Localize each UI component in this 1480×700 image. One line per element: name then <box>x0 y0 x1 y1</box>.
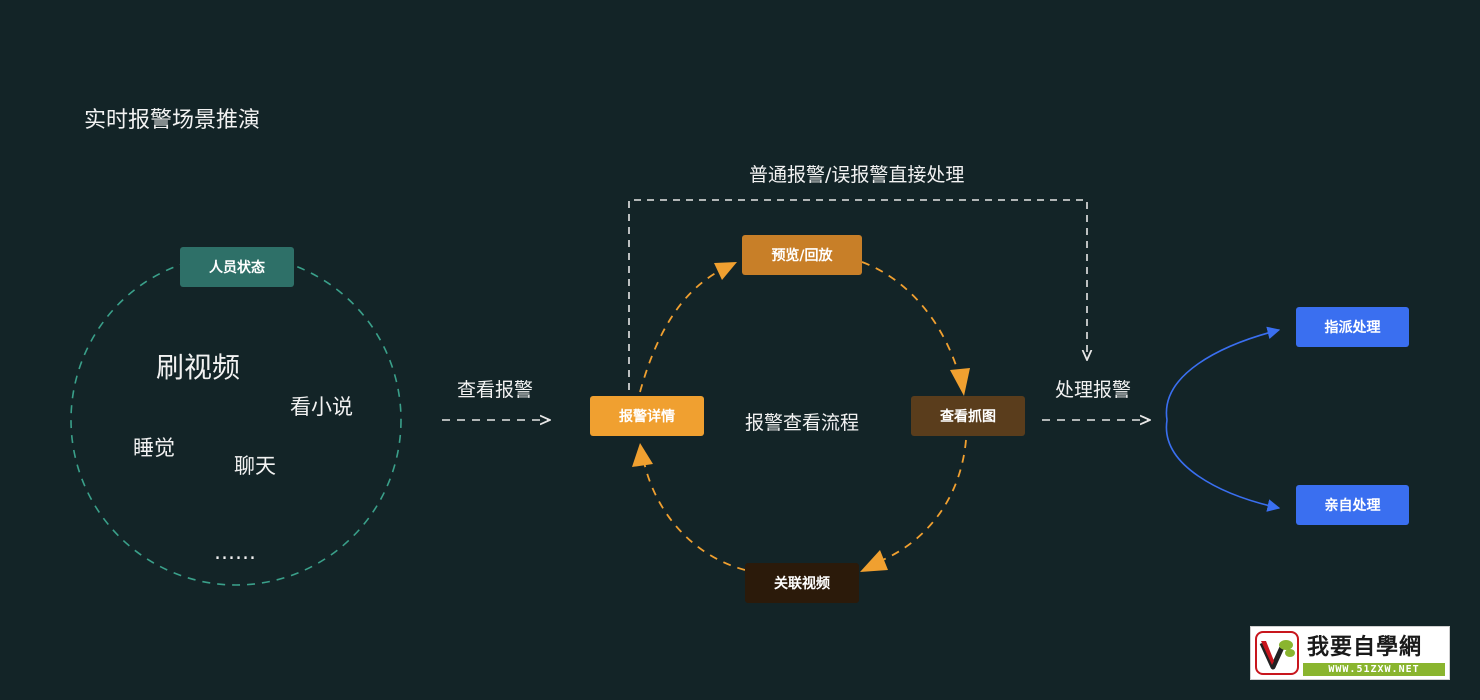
edge-label-direct-handle: 普通报警/误报警直接处理 <box>749 164 965 186</box>
watermark-logo: 我要自學網 WWW.51ZXW.NET <box>1250 626 1450 680</box>
person-status-circle <box>70 254 402 586</box>
node-linked-video: 关联视频 <box>745 563 859 603</box>
activity-word-ellipsis: …… <box>214 540 256 564</box>
node-alarm-detail: 报警详情 <box>590 396 704 436</box>
logo-v-icon <box>1255 631 1299 675</box>
logo-url: WWW.51ZXW.NET <box>1303 663 1445 676</box>
branch-to-self <box>1165 419 1281 512</box>
flow-arc-snapshot-to-linked <box>877 439 967 563</box>
node-dispatch-handling: 指派处理 <box>1296 307 1409 347</box>
activity-word: 刷视频 <box>156 351 241 384</box>
flow-arrowhead-snapshot <box>950 368 970 396</box>
activity-word: 看小说 <box>290 395 353 419</box>
edge-label-handle-alarm: 处理报警 <box>1055 379 1132 401</box>
activity-word: 睡觉 <box>133 436 175 460</box>
node-view-snapshot: 查看抓图 <box>911 396 1025 436</box>
logo-name: 我要自學網 <box>1307 635 1423 660</box>
flow-arc-preview-to-snapshot <box>861 261 961 379</box>
node-preview-playback: 预览/回放 <box>742 235 862 275</box>
node-self-handling: 亲自处理 <box>1296 485 1409 525</box>
activity-word: 聊天 <box>234 454 276 478</box>
flow-arc-linked-to-detail <box>643 461 746 571</box>
flow-arrowhead-preview <box>714 262 737 280</box>
page-title: 实时报警场景推演 <box>84 108 261 133</box>
flow-arrowhead-detail <box>632 443 653 467</box>
flow-arc-detail-to-preview <box>639 267 726 393</box>
direct-handle-path <box>628 199 1087 390</box>
branch-to-dispatch <box>1165 326 1281 421</box>
flow-center-label: 报警查看流程 <box>745 412 860 434</box>
node-person-status: 人员状态 <box>180 247 294 287</box>
flow-arrowhead-linked <box>860 550 888 572</box>
edge-label-view-alarm: 查看报警 <box>457 379 534 401</box>
